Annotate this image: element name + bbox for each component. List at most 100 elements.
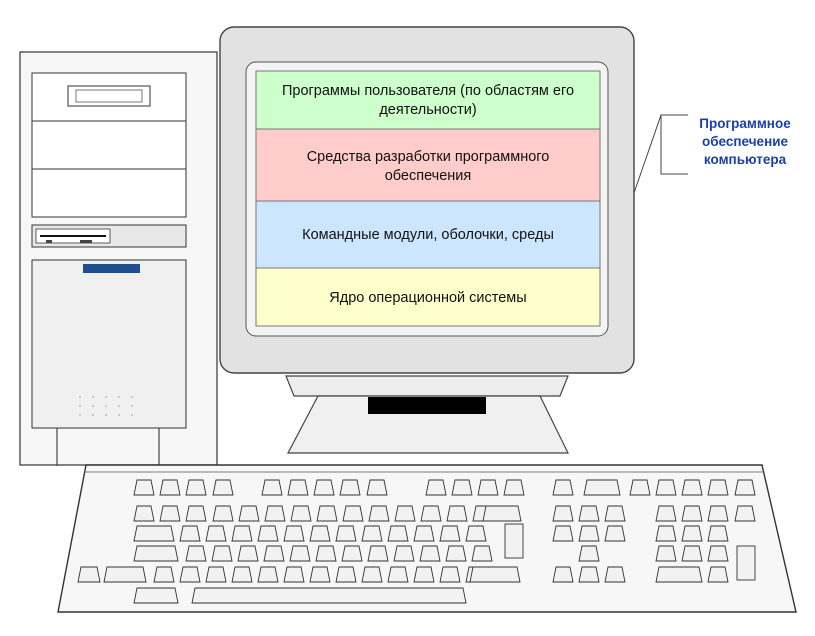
- system-unit: [19, 51, 218, 466]
- keyboard-key: [604, 566, 626, 583]
- layer-os-kernel-line-1: Ядро операционной системы: [329, 290, 526, 306]
- keyboard-key: [205, 566, 227, 583]
- enter-key: [504, 523, 524, 559]
- keyboard-key: [261, 479, 283, 496]
- keyboard-key: [604, 525, 626, 542]
- keyboard-key: [445, 545, 467, 562]
- keyboard-key: [211, 545, 233, 562]
- keyboard-key: [446, 505, 468, 522]
- keyboard-key: [734, 479, 756, 496]
- keyboard-key: [655, 566, 703, 583]
- keyboard-key: [257, 525, 279, 542]
- keyboard-key: [393, 545, 415, 562]
- keyboard-key: [552, 505, 574, 522]
- keyboard-key: [681, 545, 703, 562]
- keyboard-key: [133, 545, 179, 562]
- keyboard-key: [361, 525, 383, 542]
- keyboard-key: [313, 479, 335, 496]
- keyboard-key: [583, 479, 621, 496]
- keyboard-key: [342, 505, 364, 522]
- keyboard-key: [264, 505, 286, 522]
- power-indicator: [83, 264, 140, 273]
- layer-dev-tools-line-1: Средства разработки программного: [307, 149, 550, 165]
- keyboard-key: [439, 525, 461, 542]
- keyboard-key: [387, 525, 409, 542]
- keyboard-key: [425, 479, 447, 496]
- keyboard-key: [231, 566, 253, 583]
- keyboard-key: [290, 505, 312, 522]
- keyboard-key: [283, 525, 305, 542]
- keyboard-key: [655, 479, 677, 496]
- keyboard-key: [283, 566, 305, 583]
- keyboard-key: [552, 525, 574, 542]
- keyboard-key: [413, 566, 435, 583]
- keyboard-key: [133, 505, 155, 522]
- layer-dev-tools: [255, 128, 601, 202]
- callout-bracket: [660, 114, 688, 175]
- keyboard-key: [469, 566, 521, 583]
- keyboard-key: [309, 525, 331, 542]
- software-layers: Программы пользователя (по областям его …: [255, 70, 601, 327]
- keyboard-key: [681, 505, 703, 522]
- keyboard-key: [477, 479, 499, 496]
- keyboard-key: [482, 505, 522, 522]
- layer-user-programs: [255, 70, 601, 130]
- keyboard-key: [287, 479, 309, 496]
- layer-os-kernel: [255, 267, 601, 327]
- keyboard-key: [707, 525, 729, 542]
- keyboard-key: [419, 545, 441, 562]
- keyboard-key: [77, 566, 101, 583]
- monitor-base: [287, 395, 569, 454]
- monitor-neck: [285, 375, 569, 397]
- keyboard-key: [655, 525, 677, 542]
- keyboard-key: [387, 566, 409, 583]
- keyboard-key: [439, 566, 461, 583]
- keyboard-key: [159, 479, 181, 496]
- keyboard-key: [153, 566, 175, 583]
- keyboard-key: [394, 505, 416, 522]
- drive-bay-3: [31, 168, 187, 218]
- keyboard-key: [335, 566, 357, 583]
- keyboard-key: [316, 505, 338, 522]
- keyboard-key: [263, 545, 285, 562]
- keyboard-key: [552, 479, 574, 496]
- keyboard-key: [578, 505, 600, 522]
- keyboard-key: [629, 479, 651, 496]
- keyboard-key: [191, 587, 467, 604]
- keyboard-key: [503, 479, 525, 496]
- keyboard-key: [315, 545, 337, 562]
- keyboard-key: [133, 479, 155, 496]
- keyboard-key: [179, 525, 201, 542]
- front-panel: [31, 259, 187, 429]
- callout-leader-line: [633, 114, 662, 194]
- layer-shells-line-1: Командные модули, оболочки, среды: [302, 227, 554, 243]
- callout-line-2: обеспечение: [702, 134, 789, 149]
- keyboard-key: [231, 525, 253, 542]
- keyboard-key: [185, 545, 207, 562]
- keyboard-key: [133, 587, 179, 604]
- keyboard-key: [465, 525, 487, 542]
- keyboard-key: [471, 545, 493, 562]
- keyboard-key: [707, 479, 729, 496]
- keyboard-key: [237, 545, 259, 562]
- layer-user-programs-line-1: Программы пользователя (по областям его: [282, 83, 574, 99]
- keyboard-key: [578, 545, 600, 562]
- layer-user-programs-line-2: деятельности): [379, 102, 476, 118]
- layer-dev-tools-line-2: обеспечения: [385, 168, 472, 184]
- callout-line-3: компьютера: [704, 152, 787, 167]
- keyboard-key: [368, 505, 390, 522]
- keyboard-key: [257, 566, 279, 583]
- keyboard-key: [185, 479, 207, 496]
- keyboard-key: [133, 525, 175, 542]
- keyboard: [57, 464, 797, 613]
- keyboard-key: [707, 545, 729, 562]
- keyboard-key: [335, 525, 357, 542]
- keyboard-keys: [77, 479, 756, 604]
- keyboard-key: [707, 505, 729, 522]
- keyboard-key: [185, 505, 207, 522]
- keyboard-key: [238, 505, 260, 522]
- keyboard-key: [341, 545, 363, 562]
- keyboard-key: [212, 479, 234, 496]
- keyboard-key: [309, 566, 331, 583]
